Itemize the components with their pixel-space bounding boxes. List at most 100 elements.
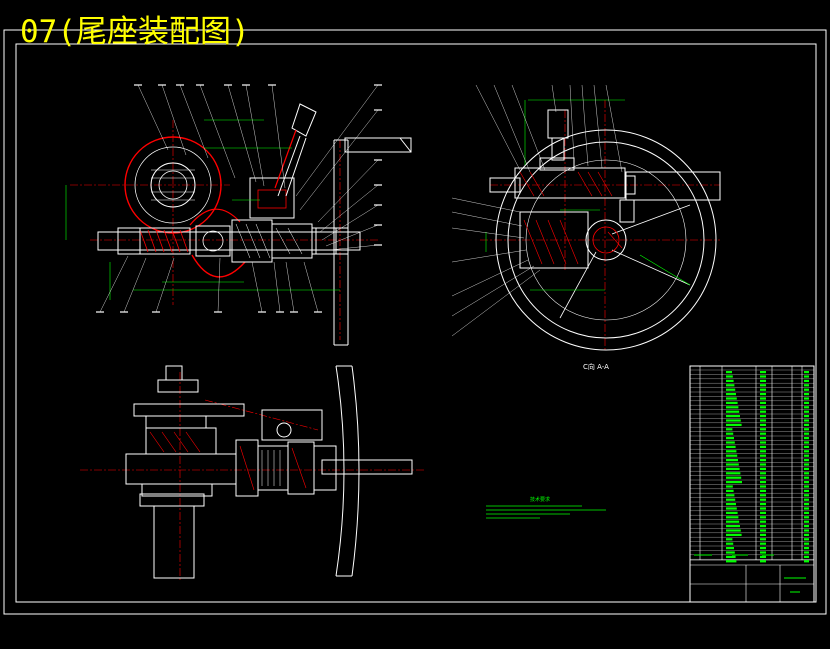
parts-list-mark (804, 516, 809, 519)
parts-list-mark (726, 454, 738, 457)
parts-list-mark (726, 463, 739, 466)
parts-list-mark (726, 516, 739, 519)
parts-list-mark (726, 511, 738, 514)
title-block-marks (694, 554, 806, 593)
parts-list-mark (726, 441, 735, 444)
parts-list-mark (726, 428, 733, 431)
parts-list-mark (760, 489, 766, 492)
parts-list-mark (726, 445, 736, 448)
parts-list-mark (804, 406, 809, 409)
parts-list-mark (804, 432, 809, 435)
parts-list (689, 365, 815, 603)
parts-list-mark (760, 511, 766, 514)
parts-list-mark (760, 397, 766, 400)
parts-list-mark (804, 485, 809, 488)
parts-list-mark (804, 450, 809, 453)
parts-list-mark (760, 542, 766, 545)
parts-list-mark (760, 525, 766, 528)
parts-list-mark (804, 507, 809, 510)
parts-list-mark (726, 472, 741, 475)
parts-list-mark (804, 547, 809, 550)
parts-list-mark (804, 423, 809, 426)
parts-list-mark (804, 437, 809, 440)
parts-list-mark (726, 481, 742, 484)
parts-list-mark (760, 375, 766, 378)
parts-list-mark (726, 467, 740, 470)
parts-list-mark (760, 476, 766, 479)
parts-list-mark (760, 415, 766, 418)
parts-list-mark (804, 388, 809, 391)
parts-list-mark (726, 538, 733, 541)
parts-list-mark (726, 542, 734, 545)
section-view (451, 84, 721, 351)
parts-list-mark (726, 489, 734, 492)
parts-list-mark (760, 503, 766, 506)
parts-list-mark (726, 459, 738, 462)
parts-list-mark (760, 516, 766, 519)
parts-list-mark (726, 498, 736, 501)
parts-list-mark (760, 450, 766, 453)
notes-title: 技术要求 (530, 497, 551, 503)
parts-list-mark (726, 371, 732, 374)
parts-list-mark (760, 481, 766, 484)
technical-notes (486, 505, 606, 519)
drawing-title: 07(尾座装配图) (20, 14, 250, 50)
parts-list-mark (804, 454, 809, 457)
parts-list-mark (804, 520, 809, 523)
parts-list-mark (804, 441, 809, 444)
parts-list-mark (760, 371, 766, 374)
parts-list-mark (760, 388, 766, 391)
parts-list-mark (760, 437, 766, 440)
parts-list-mark (760, 428, 766, 431)
parts-list-mark (726, 384, 735, 387)
parts-list-mark (726, 520, 740, 523)
parts-list-mark (804, 445, 809, 448)
parts-list-mark (726, 437, 734, 440)
parts-list-mark (804, 401, 809, 404)
parts-list-mark (760, 520, 766, 523)
parts-list-mark (760, 467, 766, 470)
parts-list-mark (804, 467, 809, 470)
parts-list-mark (760, 472, 766, 475)
parts-list-mark (804, 494, 809, 497)
parts-list-mark (760, 533, 766, 536)
parts-list-mark (726, 533, 742, 536)
parts-list-mark (760, 459, 766, 462)
parts-list-mark (760, 432, 766, 435)
parts-list-mark (726, 529, 741, 532)
section-caption: C向 A-A (583, 363, 609, 371)
parts-list-mark (804, 498, 809, 501)
parts-list-mark (804, 542, 809, 545)
parts-list-mark (726, 547, 734, 550)
handwheel-side (315, 137, 412, 346)
parts-list-mark (804, 511, 809, 514)
parts-list-mark (760, 393, 766, 396)
parts-list-mark (804, 371, 809, 374)
parts-list-mark (760, 384, 766, 387)
parts-list-mark (726, 397, 737, 400)
parts-list-mark (760, 551, 766, 554)
parts-list-mark (804, 397, 809, 400)
parts-list-mark (804, 555, 809, 558)
parts-list-mark (804, 379, 809, 382)
parts-list-mark (760, 463, 766, 466)
parts-list-mark (804, 529, 809, 532)
parts-list-mark (726, 503, 736, 506)
parts-list-mark (760, 538, 766, 541)
parts-list-mark (726, 560, 737, 563)
parts-list-mark (726, 393, 736, 396)
parts-list-mark (760, 454, 766, 457)
parts-list-mark (760, 498, 766, 501)
parts-list-mark (726, 525, 740, 528)
parts-list-mark (804, 463, 809, 466)
parts-list-mark (804, 410, 809, 413)
parts-list-mark (726, 388, 736, 391)
parts-list-mark (726, 476, 742, 479)
parts-list-mark (760, 485, 766, 488)
parts-list-mark (726, 551, 735, 554)
parts-list-mark (760, 547, 766, 550)
parts-list-mark (726, 432, 734, 435)
parts-list-mark (804, 481, 809, 484)
parts-list-mark (726, 494, 735, 497)
